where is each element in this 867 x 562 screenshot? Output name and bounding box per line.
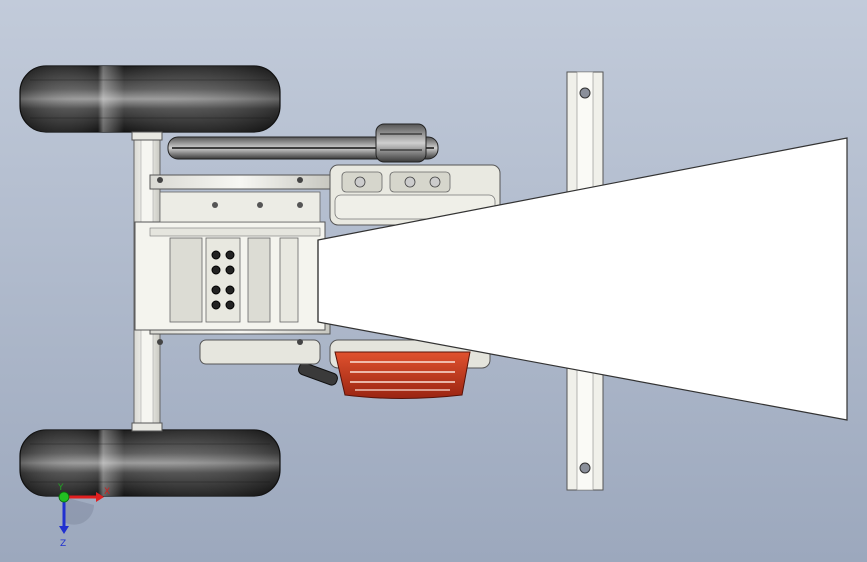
belt-pulley-assembly xyxy=(167,123,439,163)
engine-fan-guard xyxy=(334,351,471,399)
y-axis-dot xyxy=(58,491,70,503)
x-axis-label: X xyxy=(104,487,110,497)
axle-collar-top xyxy=(131,131,163,141)
discharge-chute xyxy=(317,137,848,421)
y-axis-label: Y xyxy=(57,483,64,493)
bracket-hole-bottom xyxy=(579,462,591,474)
bracket-hole-top xyxy=(579,87,591,99)
z-axis-label: Z xyxy=(60,539,66,549)
gearbox-frame xyxy=(134,174,331,365)
coordinate-triad: X Y Z xyxy=(57,483,110,549)
axle-collar-bottom xyxy=(131,422,163,432)
recoil-starter-handle xyxy=(298,362,338,386)
wheel-bottom xyxy=(19,429,281,497)
frame-bolts xyxy=(157,177,303,345)
wheel-top xyxy=(19,65,281,133)
